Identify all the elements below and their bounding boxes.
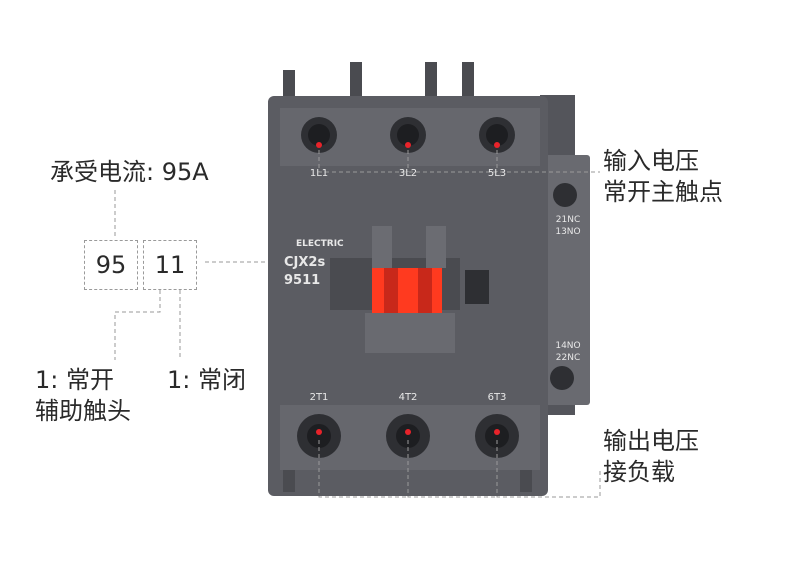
terminal-label-4t2: 4T2: [398, 392, 418, 403]
rated-current-label: 承受电流: 95A: [50, 158, 209, 186]
aux-label-13no: 13NO: [555, 227, 581, 237]
output-voltage-label: 输出电压: [603, 427, 699, 455]
input-contact-label: 常开主触点: [603, 178, 723, 206]
output-load-label: 接负载: [603, 458, 675, 486]
terminal-label-1l1: 1L1: [309, 168, 329, 179]
code-label: 9511: [284, 273, 321, 288]
top-terminals: [301, 117, 515, 153]
model-label: CJX2s: [284, 255, 326, 270]
aux-nc-label: 1: 常闭: [167, 366, 246, 394]
box-11: 11: [143, 240, 197, 290]
terminal-label-6t3: 6T3: [487, 392, 507, 403]
aux-label-14no: 14NO: [555, 341, 581, 351]
aux-no-desc: 辅助触头: [35, 397, 131, 425]
input-voltage-label: 输入电压: [603, 147, 699, 175]
terminal-label-2t1: 2T1: [309, 392, 329, 403]
box-95: 95: [84, 240, 138, 290]
brand-label: ELECTRIC: [296, 239, 344, 249]
terminal-label-5l3: 5L3: [487, 168, 507, 179]
terminal-label-3l2: 3L2: [398, 168, 418, 179]
bottom-terminals: [297, 414, 519, 458]
aux-label-22nc: 22NC: [555, 353, 581, 363]
aux-label-21nc: 21NC: [555, 215, 581, 225]
aux-no-label: 1: 常开: [35, 366, 114, 394]
